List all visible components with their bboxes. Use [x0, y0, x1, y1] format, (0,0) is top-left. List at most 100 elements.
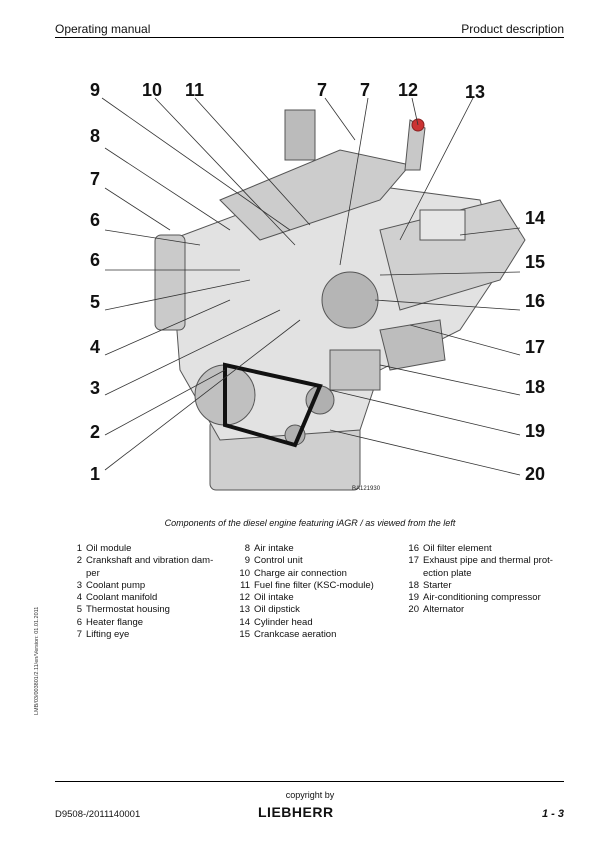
legend-item-label: Coolant pump: [86, 579, 146, 591]
legend-item-label: Air intake: [254, 543, 294, 554]
header-rule: [55, 37, 564, 38]
callout-12: 12: [398, 80, 418, 100]
legend-item-number: 11: [240, 579, 250, 591]
legend-item-label: Cylinder head: [254, 616, 313, 628]
legend-item: 20 Alternator: [405, 604, 570, 616]
callout-1: 1: [90, 464, 100, 484]
callout-labels: 9 10 11 7 7 12 13 8 7 6 6 5 4 3 2 1 14 1…: [90, 80, 545, 492]
callout-14: 14: [525, 208, 545, 228]
legend-item-number: 18: [408, 579, 419, 591]
legend-column-3: 16 Oil filter element 17 Exhaust pipe and t…: [405, 543, 570, 617]
callout-5: 5: [90, 292, 100, 312]
legend-item-number: 13: [239, 604, 250, 616]
legend-item: 4 Coolant manifold: [68, 592, 228, 604]
legend-item-label: Coolant manifold: [86, 592, 158, 604]
legend-item-number: 5: [76, 604, 82, 616]
legend-item: 11 Fuel fine filter (KSC-module): [236, 580, 396, 592]
legend-item: 2 Crankshaft and vibration dam- per: [68, 555, 228, 580]
legend-item-label: Crankshaft and vibration dam- per: [86, 555, 214, 579]
engine-illustration: [154, 109, 526, 491]
callout-15: 15: [525, 252, 545, 272]
legend-item: 6 Heater flange: [68, 617, 228, 629]
legend-item-label: Oil module: [86, 543, 132, 554]
legend-item: 15 Crankcase aeration: [236, 629, 396, 641]
side-version-text: LMB/03/003801/2.11/en/Version: 01.01.201…: [34, 606, 40, 715]
callout-11: 11: [185, 80, 204, 100]
figure-code: BA121930: [352, 486, 381, 492]
callout-13: 13: [465, 82, 485, 102]
legend-item-number: 3: [76, 579, 82, 591]
legend-item: 19 Air-conditioning compressor: [405, 592, 570, 604]
legend-column-2: 8 Air intake 9 Control unit 10 Charge air con…: [236, 543, 396, 641]
legend-item-label: Oil filter element: [423, 543, 492, 554]
legend-item-number: 6: [76, 616, 82, 628]
header-section: Product description: [461, 22, 564, 36]
callout-4: 4: [90, 337, 100, 357]
callout-10: 10: [142, 80, 162, 100]
legend-item-label: Exhaust pipe and thermal prot- ection pl…: [423, 555, 553, 579]
legend-item-number: 17: [408, 555, 419, 567]
legend-item-label: Fuel fine filter (KSC-module): [254, 579, 374, 591]
callout-7b: 7: [360, 80, 370, 100]
legend-item-label: Crankcase aeration: [254, 629, 337, 641]
legend-item: 16 Oil filter element: [405, 543, 570, 555]
legend-item-number: 9: [244, 555, 250, 567]
legend-item-label: Control unit: [254, 555, 303, 567]
legend-item-number: 12: [239, 592, 250, 604]
header-title: Operating manual: [55, 22, 151, 36]
legend-item-number: 20: [408, 604, 419, 616]
legend-item: 5 Thermostat housing: [68, 604, 228, 616]
legend-item: 1 Oil module: [68, 543, 228, 555]
callout-3: 3: [90, 378, 100, 398]
legend-item-label: Air-conditioning compressor: [423, 592, 541, 604]
callout-16: 16: [525, 291, 545, 311]
callout-8: 8: [90, 126, 100, 146]
callout-2: 2: [90, 422, 100, 442]
legend-item-label: Oil dipstick: [254, 604, 300, 616]
legend-item-number: 2: [76, 555, 82, 567]
legend-item: 17 Exhaust pipe and thermal prot- ection …: [405, 555, 570, 580]
legend-item: 18 Starter: [405, 580, 570, 592]
legend-item-number: 4: [76, 592, 82, 604]
document-number: D9508-/2011140001: [55, 809, 141, 820]
callout-9: 9: [90, 80, 100, 100]
legend-item: 10 Charge air connection: [236, 568, 396, 580]
legend-item: 12 Oil intake: [236, 592, 396, 604]
callout-6b: 6: [90, 250, 100, 270]
legend-item: 8 Air intake: [236, 543, 396, 555]
engine-figure: 9 10 11 7 7 12 13 8 7 6 6 5 4 3 2 1 14 1…: [90, 80, 545, 492]
legend-item-number: 7: [76, 629, 82, 641]
page-number: 1 - 3: [541, 808, 564, 820]
liebherr-logo: LIEBHERR: [258, 804, 334, 820]
legend-item-label: Starter: [423, 579, 452, 591]
legend-item: 9 Control unit: [236, 555, 396, 567]
legend-item-number: 19: [408, 592, 419, 604]
callout-17: 17: [525, 337, 545, 357]
legend-item-number: 15: [239, 629, 250, 641]
legend-item-label: Charge air connection: [254, 567, 347, 579]
legend-item: 13 Oil dipstick: [236, 604, 396, 616]
legend-item-label: Alternator: [423, 604, 465, 616]
legend-column-1: 1 Oil module 2 Crankshaft and vibration dam…: [68, 543, 228, 641]
legend-item: 3 Coolant pump: [68, 580, 228, 592]
copyright-text: copyright by: [285, 790, 335, 800]
legend-item-number: 10: [239, 567, 250, 579]
legend-item-label: Heater flange: [86, 616, 144, 628]
legend-item-label: Oil intake: [254, 592, 294, 604]
legend-item-number: 1: [76, 543, 82, 554]
leader-lines: [101, 97, 521, 476]
callout-19: 19: [525, 421, 545, 441]
legend-item-number: 16: [408, 543, 419, 554]
figure-caption: Components of the diesel engine featurin…: [164, 518, 456, 528]
legend-item-label: Thermostat housing: [86, 604, 170, 616]
legend-item-label: Lifting eye: [86, 629, 130, 641]
callout-7c: 7: [90, 169, 100, 189]
legend-item-number: 8: [244, 543, 250, 554]
legend-item: 7 Lifting eye: [68, 629, 228, 641]
callout-7a: 7: [317, 80, 327, 100]
footer-rule: [55, 781, 564, 782]
callout-20: 20: [525, 464, 545, 484]
callout-18: 18: [525, 377, 545, 397]
callout-6a: 6: [90, 210, 100, 230]
